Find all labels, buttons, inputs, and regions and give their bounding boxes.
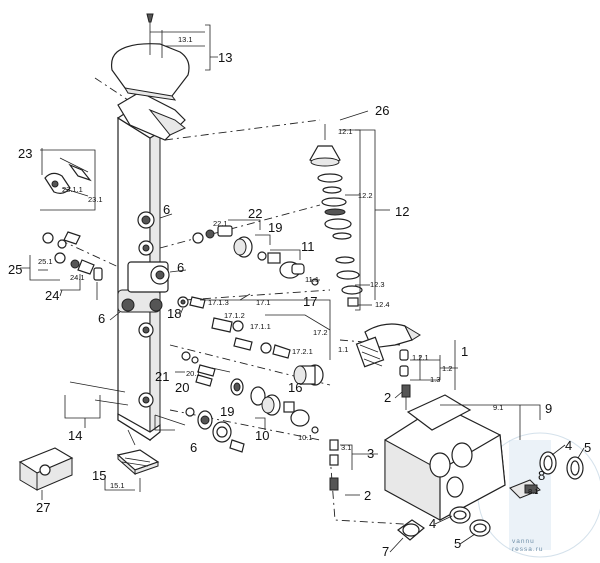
part-12-shower-head — [309, 124, 390, 311]
callout-labels: 13 13.1 26 12.1 12 12.2 12.3 12.4 23 23.… — [8, 35, 591, 559]
callout-20: 20 — [175, 380, 189, 395]
callout-21: 21 — [155, 369, 169, 384]
callout-12-3: 12.3 — [370, 280, 385, 289]
callout-20-1: 20.1 — [186, 369, 201, 378]
callout-19-bottom: 19 — [220, 404, 234, 419]
part-20-21-group — [175, 351, 231, 387]
part-17-18-group — [177, 293, 331, 360]
part-24-25-group — [20, 231, 103, 300]
part-15-bracket — [104, 449, 160, 492]
callout-26: 26 — [375, 103, 389, 118]
callout-23-1: 23.1 — [88, 195, 103, 204]
assembly-axes — [59, 77, 421, 526]
callout-1-2: 1.2 — [442, 364, 452, 373]
callout-16: 16 — [288, 380, 302, 395]
callout-6-top: 6 — [163, 202, 170, 217]
callout-9: 9 — [545, 401, 552, 416]
callout-22: 22 — [248, 206, 262, 221]
callout-7: 7 — [382, 544, 389, 559]
callout-23: 23 — [18, 146, 32, 161]
callout-13-1: 13.1 — [178, 35, 193, 44]
callout-3-1: 3.1 — [341, 443, 351, 452]
callout-leaders — [38, 110, 585, 553]
callout-15-1: 15.1 — [110, 481, 125, 490]
callout-12: 12 — [395, 204, 409, 219]
part-6-10-19-lower-group — [154, 378, 319, 453]
callout-4-bottom: 4 — [429, 516, 436, 531]
watermark-line2: ressa.ru — [512, 546, 543, 553]
callout-1-2-1: 1.2.1 — [412, 353, 429, 362]
part-23-group — [40, 148, 96, 211]
part-1-hand-shower — [355, 323, 458, 390]
watermark-line1: vannu — [512, 538, 535, 545]
part-13-top-cover — [110, 13, 218, 101]
callout-6-mid: 6 — [177, 260, 184, 275]
callout-17-1: 17.1 — [256, 298, 271, 307]
callout-6-bottom: 6 — [190, 440, 197, 455]
callout-25-1: 25.1 — [38, 257, 53, 266]
callout-17-2-1: 17.2.1 — [292, 347, 313, 356]
callout-2-top: 2 — [384, 390, 391, 405]
callout-5-right: 5 — [584, 440, 591, 455]
callout-10: 10 — [255, 428, 269, 443]
callout-24-1: 24.1 — [70, 273, 85, 282]
callout-1: 1 — [461, 344, 468, 359]
callout-9-1: 9.1 — [493, 403, 503, 412]
callout-19-top: 19 — [268, 220, 282, 235]
callout-11: 11 — [301, 239, 315, 254]
callout-4-right: 4 — [565, 438, 572, 453]
part-16-cylinder — [293, 364, 324, 386]
callout-17-1-1: 17.1.1 — [250, 322, 271, 331]
parts-4-5-7-8-rings — [397, 451, 584, 541]
callout-23-1-1: 23.1.1 — [62, 185, 83, 194]
callout-2-bottom: 2 — [364, 488, 371, 503]
callout-12-1: 12.1 — [338, 127, 353, 136]
part-11-19-22-group — [192, 219, 320, 286]
callout-18: 18 — [167, 306, 181, 321]
callout-12-4: 12.4 — [375, 300, 390, 309]
callout-11-1: 11.1 — [305, 275, 319, 284]
callout-24: 24 — [45, 288, 59, 303]
shower-panel-column — [116, 91, 186, 442]
callout-13: 13 — [218, 50, 232, 65]
callout-17-2: 17.2 — [313, 328, 328, 337]
callout-25: 25 — [8, 262, 22, 277]
callout-6-left: 6 — [98, 311, 105, 326]
part-27-wall-plate — [18, 447, 74, 500]
callout-3: 3 — [367, 446, 374, 461]
callout-12-2: 12.2 — [358, 191, 373, 200]
part-9-box — [384, 394, 541, 522]
callout-14: 14 — [68, 428, 82, 443]
callout-15: 15 — [92, 468, 106, 483]
callout-5-bottom: 5 — [454, 536, 461, 551]
callout-1-3: 1.3 — [430, 375, 440, 384]
callout-27: 27 — [36, 500, 50, 515]
callout-1-1: 1.1 — [338, 345, 348, 354]
part-2-3-hoses — [329, 384, 411, 496]
callout-22-1: 22.1 — [213, 219, 228, 228]
callout-10-1: 10.1 — [298, 433, 313, 442]
callout-17-1-2: 17.1.2 — [224, 311, 245, 320]
part-14-rods — [64, 381, 136, 446]
callout-17: 17 — [303, 294, 317, 309]
callout-17-1-3: 17.1.3 — [208, 298, 229, 307]
callout-8-1: 8.1 — [528, 487, 538, 496]
callout-8: 8 — [538, 468, 545, 483]
